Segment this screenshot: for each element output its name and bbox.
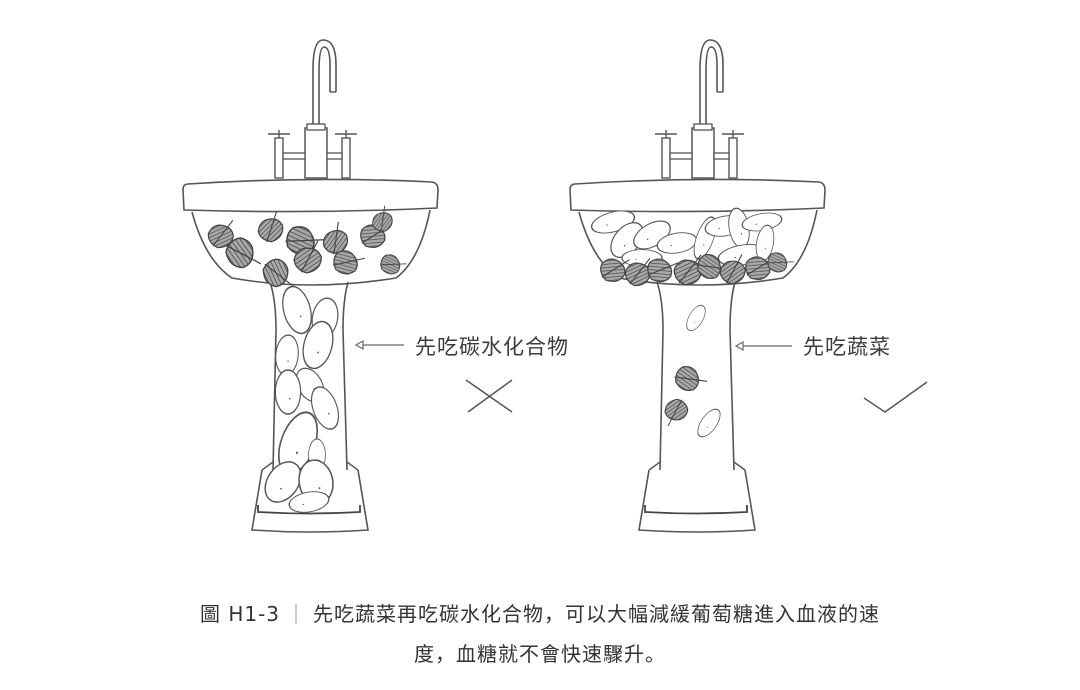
illustration: 先吃碳水化合物 先吃蔬菜 [182, 39, 928, 533]
cross-mark-icon [465, 379, 513, 413]
caption-text-1: 先吃蔬菜再吃碳水化合物，可以大幅減緩葡萄糖進入血液的速 [313, 602, 881, 626]
check-mark-icon [863, 381, 928, 413]
caption-line-1: 圖 H1-3｜先吃蔬菜再吃碳水化合物，可以大幅減緩葡萄糖進入血液的速 [0, 598, 1080, 627]
left-sink [182, 39, 439, 533]
right-panel-label: 先吃蔬菜 [803, 335, 891, 359]
caption-text-2: 度，血糖就不會快速驟升。 [414, 642, 666, 666]
right-sink [569, 39, 826, 533]
right-arrow-icon [734, 340, 792, 352]
caption-line-2: 度，血糖就不會快速驟升。 [0, 638, 1080, 667]
sink-drawings [182, 39, 928, 533]
left-arrow-icon [354, 339, 404, 351]
figure-id: 圖 H1-3 [199, 602, 281, 626]
caption-separator: ｜ [286, 602, 308, 626]
left-panel-label: 先吃碳水化合物 [415, 335, 569, 359]
